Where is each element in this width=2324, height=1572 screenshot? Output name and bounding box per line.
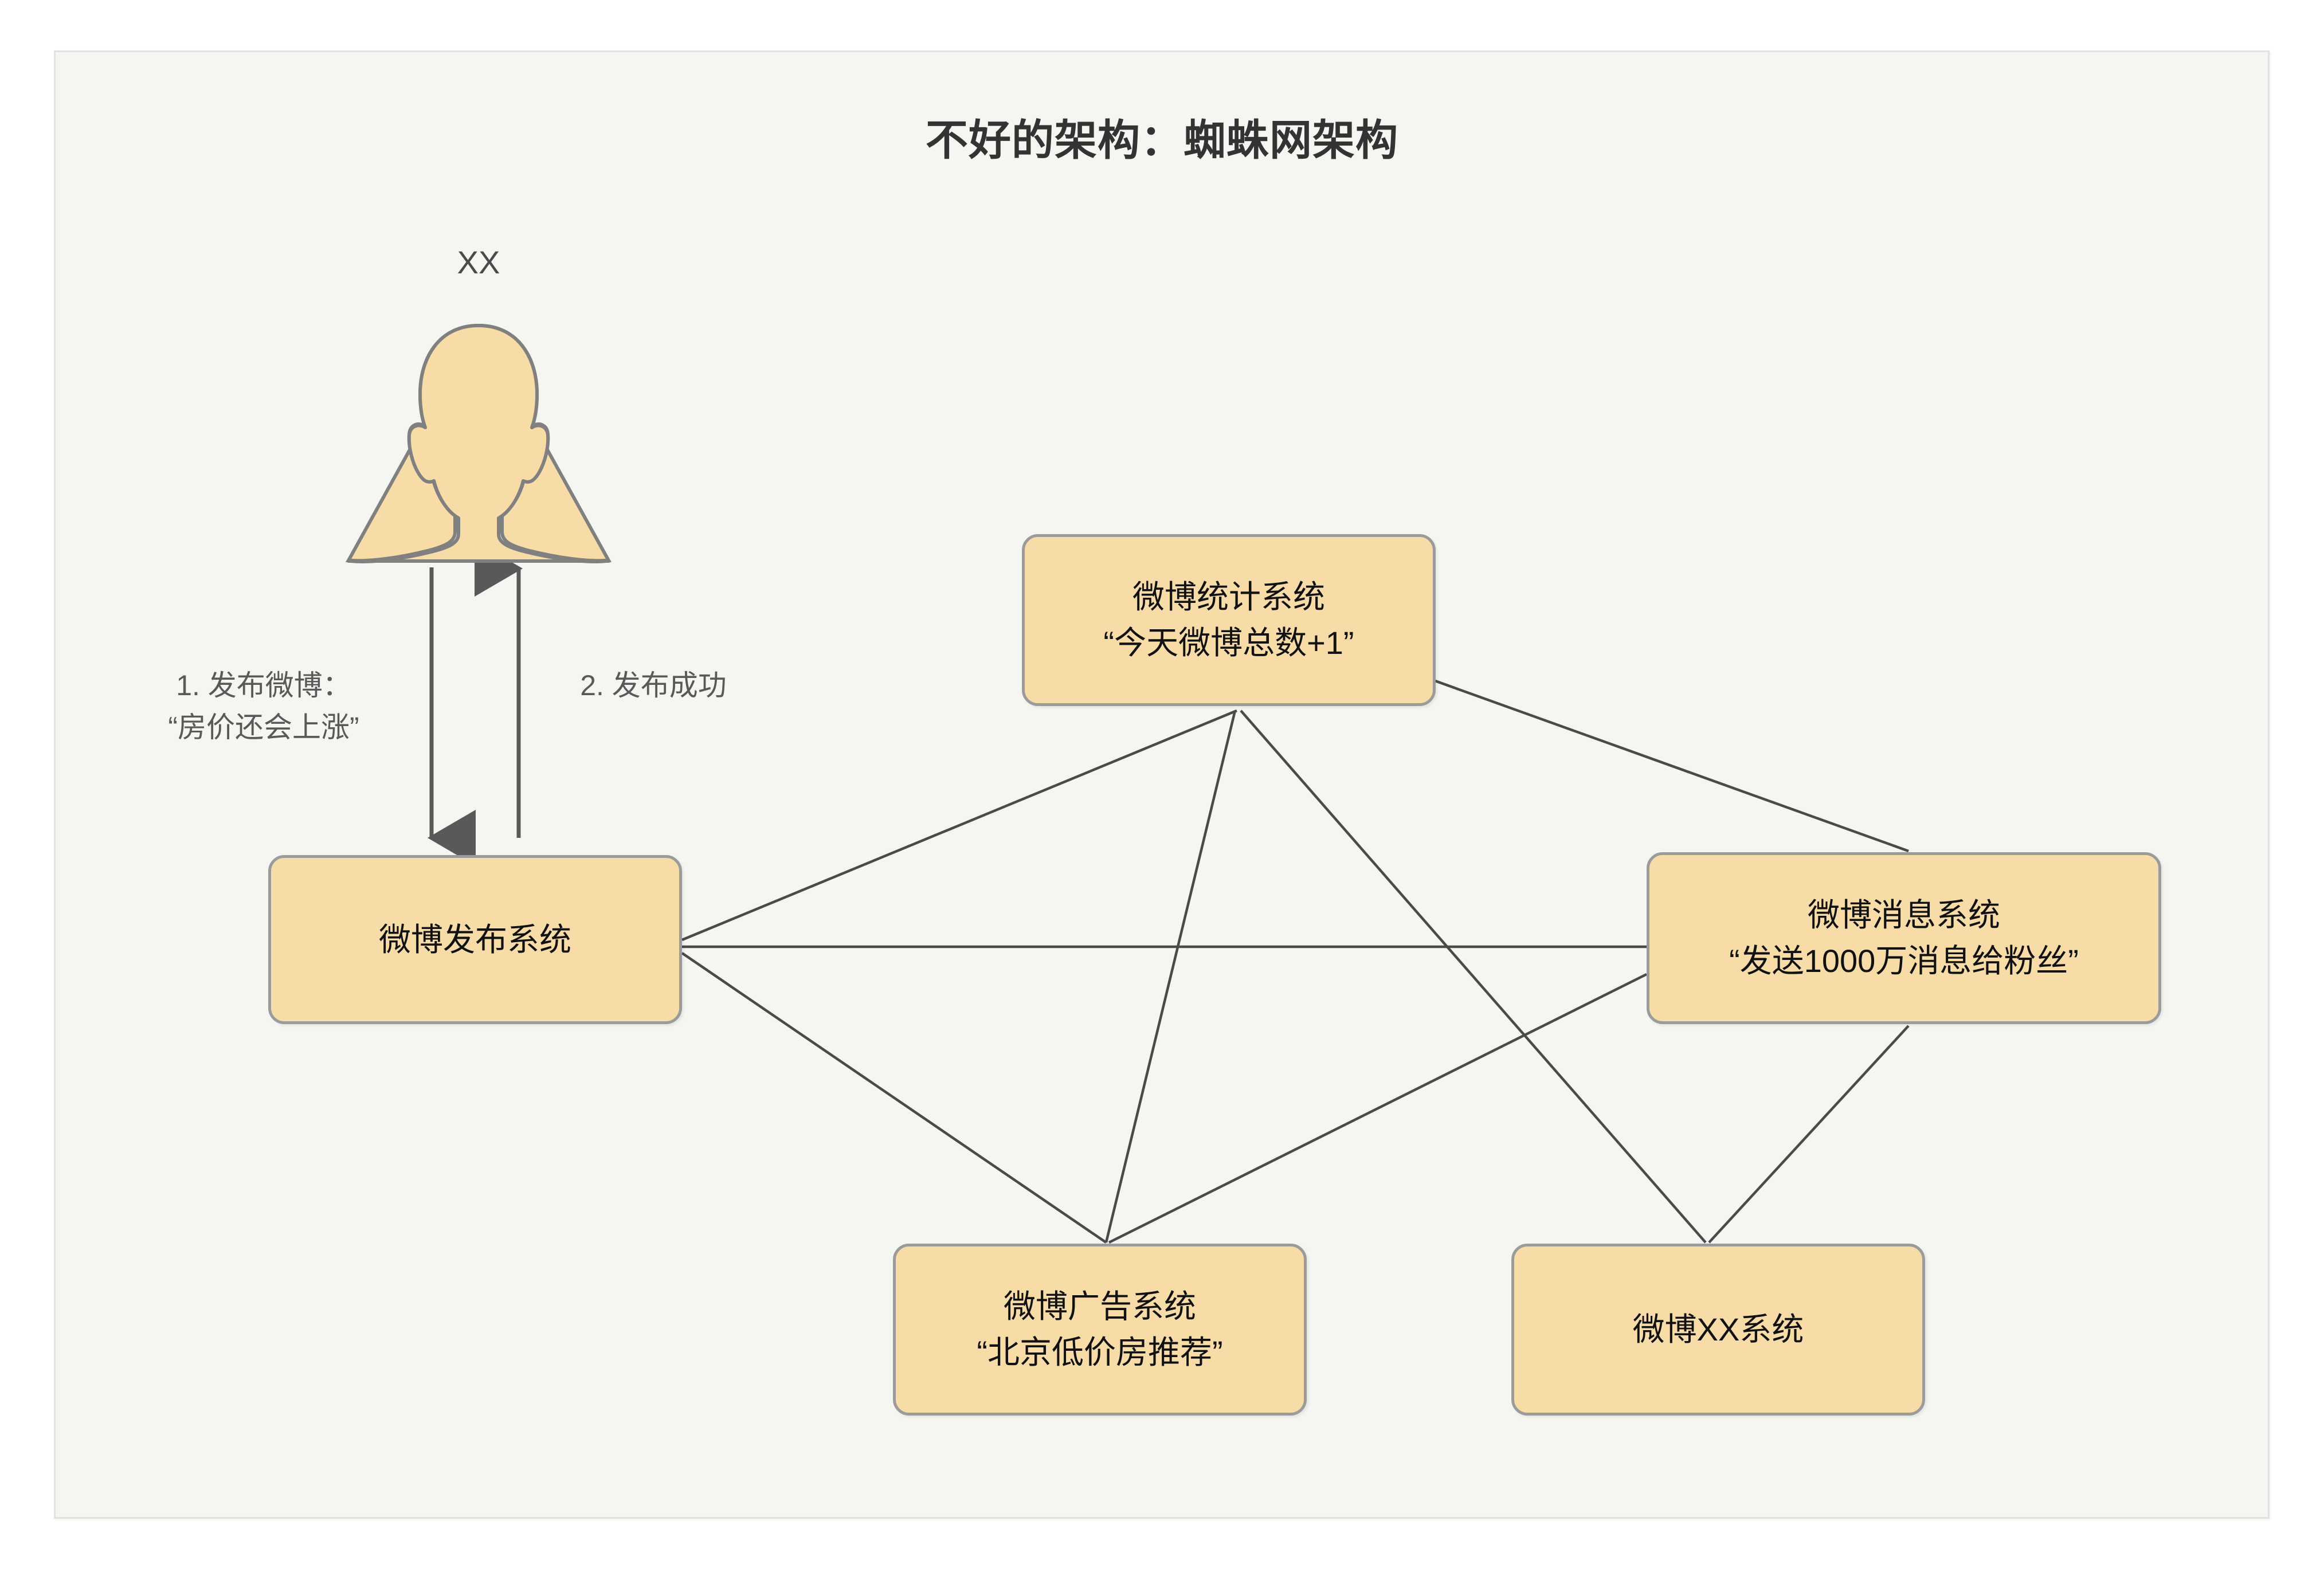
flow-label-step2: 2. 发布成功 [580,669,727,701]
node-title: 微博广告系统 [1004,1288,1196,1325]
actor-label: XX [457,244,500,280]
node-title: 微博XX系统 [1632,1311,1804,1348]
flow-label-step1: 1. 发布微博： “房价还会上涨” [168,669,359,743]
node-subtitle: “发送1000万消息给粉丝” [1729,943,2079,979]
node-subtitle: “北京低价房推荐” [977,1334,1223,1370]
node-weibo-statistics-system[interactable]: 微博统计系统 “今天微博总数+1” [1022,534,1436,706]
node-weibo-xx-system[interactable]: 微博XX系统 [1511,1244,1925,1416]
user-avatar-icon [345,323,612,563]
node-weibo-publish-system[interactable]: 微博发布系统 [268,855,682,1024]
node-weibo-ad-system[interactable]: 微博广告系统 “北京低价房推荐” [893,1244,1307,1416]
node-subtitle: “今天微博总数+1” [1103,625,1354,661]
node-title: 微博消息系统 [1808,897,2000,934]
node-title: 微博发布系统 [379,921,571,958]
page-title: 不好的架构：蜘蛛网架构 [926,116,1398,164]
node-weibo-message-system[interactable]: 微博消息系统 “发送1000万消息给粉丝” [1647,852,2161,1024]
node-title: 微博统计系统 [1132,579,1325,616]
